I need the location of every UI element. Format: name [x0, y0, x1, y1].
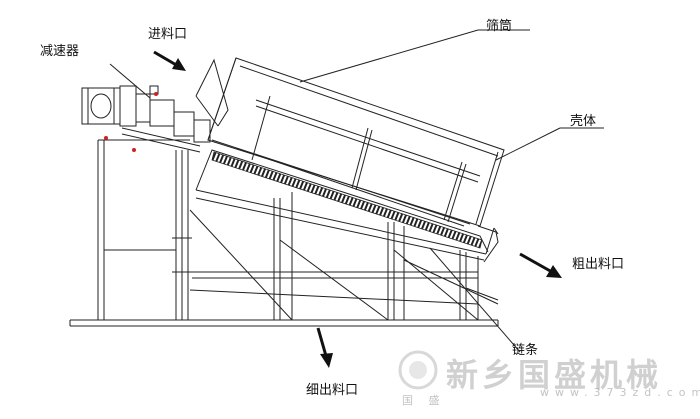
- coarse-discharge-lip: [477, 225, 499, 263]
- screen-drum-label: 筛筒: [486, 19, 513, 34]
- support-frame: [189, 192, 499, 321]
- screen-drum: [235, 95, 481, 227]
- reducer-assembly: [81, 85, 211, 153]
- chain-band: [211, 151, 483, 249]
- left-column: [97, 139, 192, 320]
- fine-outlet-arrow: [316, 327, 333, 368]
- red-markers: [104, 92, 158, 152]
- flow-arrows: [153, 50, 562, 368]
- watermark-sub: 国 盛: [402, 394, 446, 407]
- reducer-label: 减速器: [40, 44, 80, 59]
- fine-outlet-label: 细出料口: [306, 383, 359, 398]
- coarse-outlet-label: 粗出料口: [572, 257, 625, 272]
- lower-trough: [195, 149, 499, 261]
- leader-lines: [109, 29, 604, 353]
- feed-chute: [195, 58, 229, 127]
- feed-inlet-label: 进料口: [148, 27, 188, 42]
- coarse-outlet-arrow: [519, 252, 562, 278]
- feed-arrow: [153, 50, 186, 71]
- watermark-site: www.373zd.com: [540, 386, 700, 399]
- watermark-logo-icon: [398, 350, 438, 390]
- chain-label: 链条: [512, 343, 539, 358]
- housing-label: 壳体: [570, 114, 597, 129]
- base-frame: [69, 319, 499, 327]
- watermark-brand: 新乡国盛机械: [446, 356, 663, 394]
